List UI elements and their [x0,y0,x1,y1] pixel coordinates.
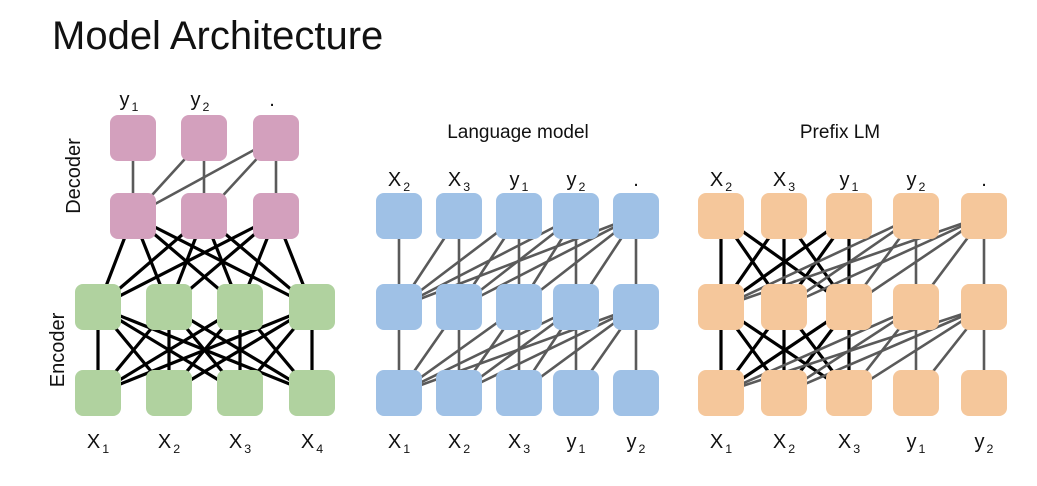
decoder-node [181,193,227,239]
prefix-lm-node [893,370,939,416]
decoder-label: Decoder [63,138,85,214]
language-model-node [613,193,659,239]
language-model-node [496,193,542,239]
encoder-attention-edge [96,305,314,395]
causal-attention-edge [397,305,578,395]
causal-attention-edge [397,214,578,309]
prefix-lm-title: Prefix LM [800,122,880,143]
language-model-title: Language model [447,122,589,143]
encoder-node [217,284,263,330]
prefix-lm-node [961,284,1007,330]
output-label: . [269,89,275,111]
causal-attention-edge [719,214,918,309]
encoder-node [217,370,263,416]
language-model-node [553,370,599,416]
language-model-node [376,370,422,416]
prefix-lm-node [761,370,807,416]
language-model-node [436,370,482,416]
encoder-attention-edge [167,305,314,395]
encoder-node [289,284,335,330]
encoder-node [75,370,121,416]
prefix-lm-node [761,193,807,239]
language-model-node [436,193,482,239]
prefix-lm-node [961,193,1007,239]
output-label: . [633,169,639,191]
prefix-lm-node [761,284,807,330]
language-model-node [553,284,599,330]
language-model-node [613,284,659,330]
language-model-node [613,370,659,416]
encoder-node [146,370,192,416]
language-model-node [376,284,422,330]
encoder-node [146,284,192,330]
decoder-node [110,115,156,161]
decoder-node [110,193,156,239]
prefix-lm-node [893,193,939,239]
causal-attention-edge [782,305,986,395]
language-model-node [496,370,542,416]
output-label: . [981,169,987,191]
encoder-label: Encoder [47,312,69,387]
language-model-node [496,284,542,330]
cross-attention-edge [131,214,314,309]
causal-attention-edge [457,214,638,309]
decoder-causal-edge [131,136,278,218]
prefix-lm-node [826,370,872,416]
causal-attention-edge [782,214,986,309]
encoder-node [289,370,335,416]
prefix-lm-node [893,284,939,330]
edges-layer [96,136,986,395]
prefix-lm-node [826,193,872,239]
language-model-node [553,193,599,239]
prefix-lm-node [961,370,1007,416]
prefix-lm-node [698,284,744,330]
language-model-node [376,193,422,239]
page-title: Model Architecture [52,14,384,58]
causal-attention-edge [457,305,638,395]
decoder-node [253,115,299,161]
nodes-layer [75,115,1007,416]
prefix-lm-node [698,193,744,239]
encoder-attention-edge [96,305,242,395]
encoder-node [75,284,121,330]
prefix-lm-node [826,284,872,330]
decoder-node [181,115,227,161]
decoder-node [253,193,299,239]
language-model-node [436,284,482,330]
prefix-lm-node [698,370,744,416]
causal-attention-edge [719,305,918,395]
